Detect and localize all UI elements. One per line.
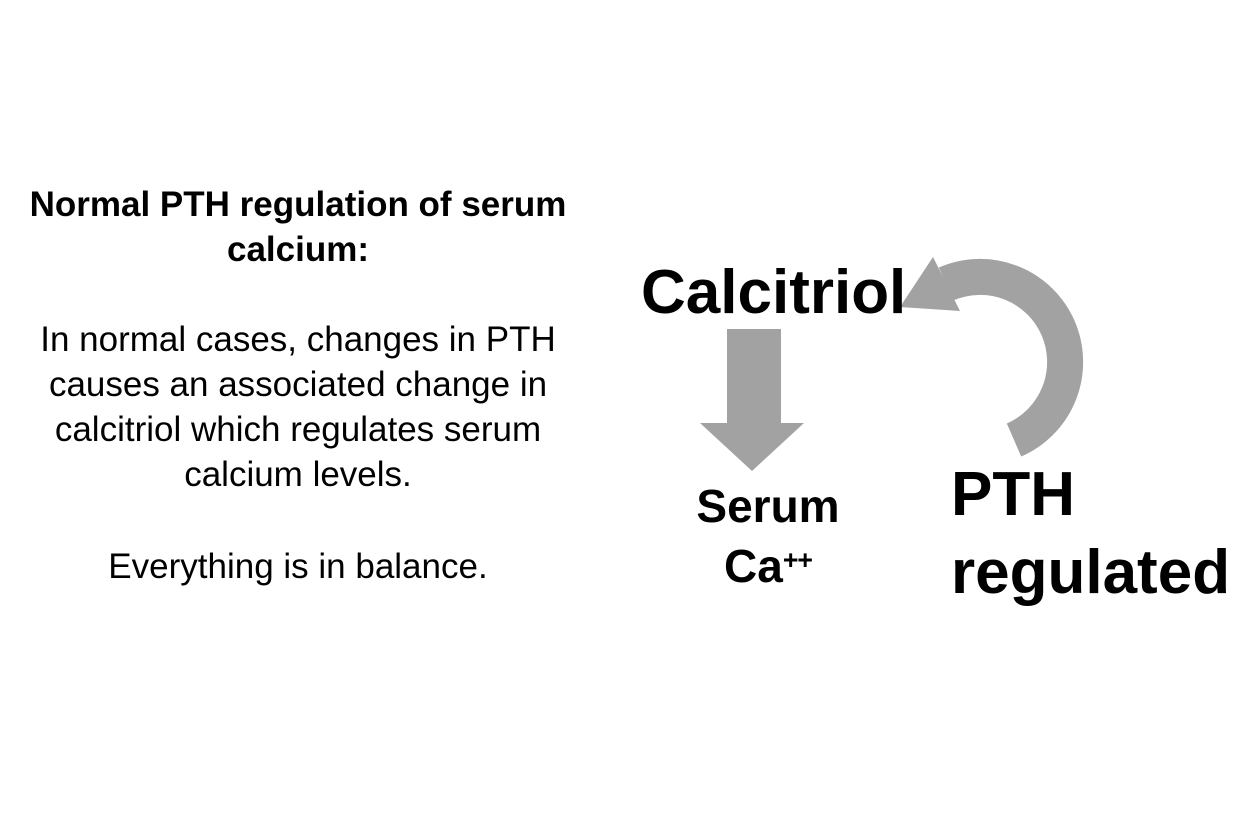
slide-paragraph: In normal cases, changes in PTH causes a…: [40, 320, 556, 494]
slide-closing-line: Everything is in balance.: [108, 547, 488, 586]
down-arrow-icon: [700, 329, 804, 471]
pth-regulated-line2: regulated: [951, 538, 1231, 607]
serum-calcium-label: Serum Ca++: [655, 479, 881, 593]
pth-regulated-line1: PTH: [951, 460, 1075, 529]
calcitriol-label: Calcitriol: [641, 258, 907, 327]
slide-title: Normal PTH regulation of serum calcium:: [29, 185, 567, 269]
serum-calcium-symbol: Ca: [724, 539, 783, 592]
serum-calcium-line2: Ca++: [655, 533, 881, 593]
curved-arrow-icon: [900, 257, 1084, 457]
serum-calcium-charge: ++: [782, 545, 813, 575]
serum-calcium-line1: Serum: [696, 480, 840, 532]
pth-regulated-label: PTH regulated: [951, 456, 1230, 612]
